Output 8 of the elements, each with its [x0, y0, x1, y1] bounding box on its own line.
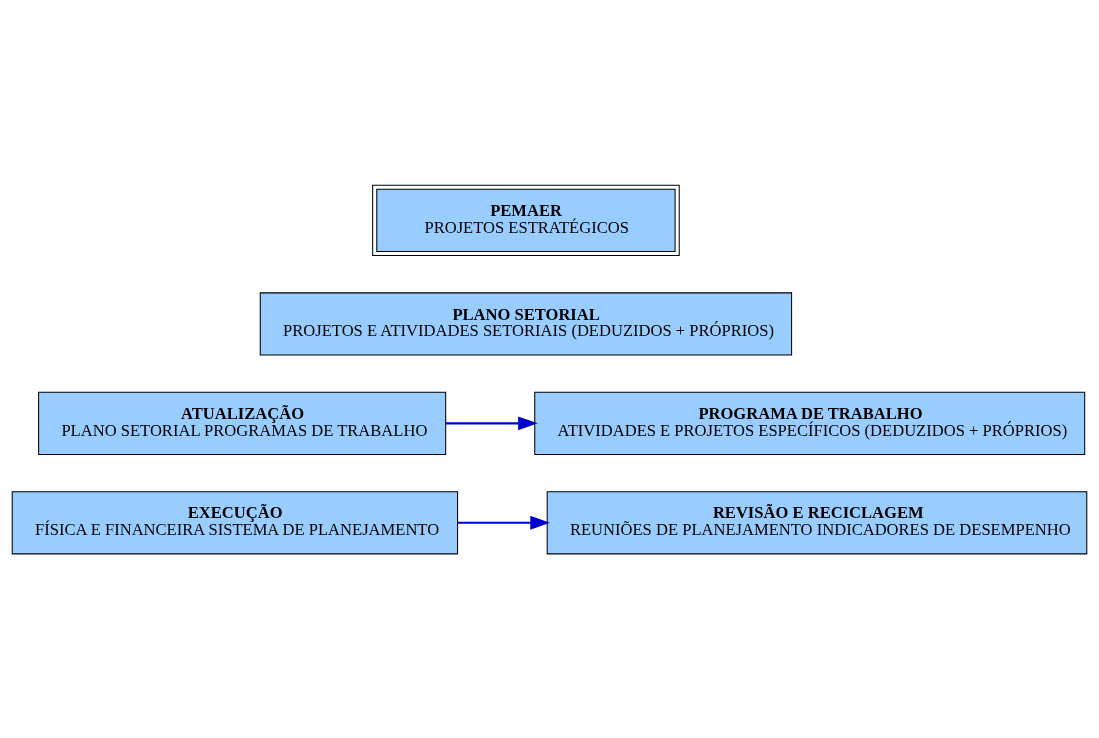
arrow	[457, 515, 550, 530]
node-box: PEMAER PROJETOS ESTRATÉGICOS	[372, 184, 680, 256]
node-box: ATUALIZAÇÃO PLANO SETORIAL PROGRAMAS DE TRABALHO	[38, 391, 447, 455]
arrow	[445, 415, 538, 430]
node-box: PLANO SETORIAL PROJETOS E ATIVIDADES SETORIAIS (DEDUZIDOS + PRÓPRIOS)	[259, 291, 793, 355]
node-box: PROGRAMA DE TRABALHO ATIVIDADES E PROJETOS ESPECÍFICOS (DEDUZIDOS + PRÓPRIOS)	[534, 391, 1086, 455]
node-box: EXECUÇÃO FÍSICA E FINANCEIRA SISTEMA DE PLANEJAMENTO	[11, 490, 459, 554]
node-box: REVISÃO E RECICLAGEM REUNIÕES DE PLANEJAMENTO INDICADORES DE DESEMPENHO	[546, 490, 1088, 554]
